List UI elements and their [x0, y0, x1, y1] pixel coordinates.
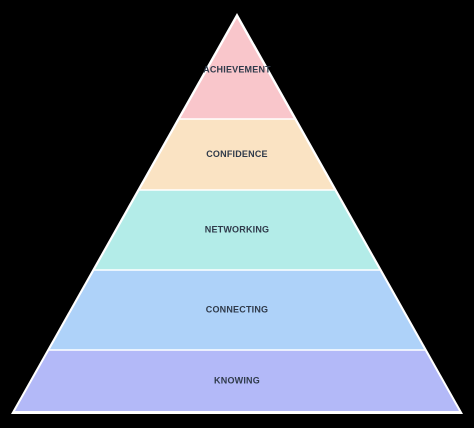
- layer-networking: NETWORKING: [95, 190, 379, 270]
- layer-confidence-label: CONFIDENCE: [206, 149, 268, 159]
- layer-knowing-shape: [15, 350, 459, 411]
- layer-networking-label: NETWORKING: [205, 224, 270, 234]
- layer-knowing-label: KNOWING: [214, 375, 260, 385]
- layer-knowing: KNOWING: [15, 350, 459, 411]
- layer-achievement-label: ACHIEVEMENT: [203, 64, 271, 74]
- layer-connecting-shape: [49, 270, 425, 350]
- layer-achievement: ACHIEVEMENT: [180, 18, 294, 119]
- layer-networking-shape: [95, 190, 379, 270]
- layer-confidence-shape: [140, 119, 334, 190]
- layer-connecting-label: CONNECTING: [206, 304, 269, 314]
- layer-connecting: CONNECTING: [49, 270, 425, 350]
- layer-confidence: CONFIDENCE: [140, 119, 334, 190]
- layer-achievement-shape: [180, 18, 294, 119]
